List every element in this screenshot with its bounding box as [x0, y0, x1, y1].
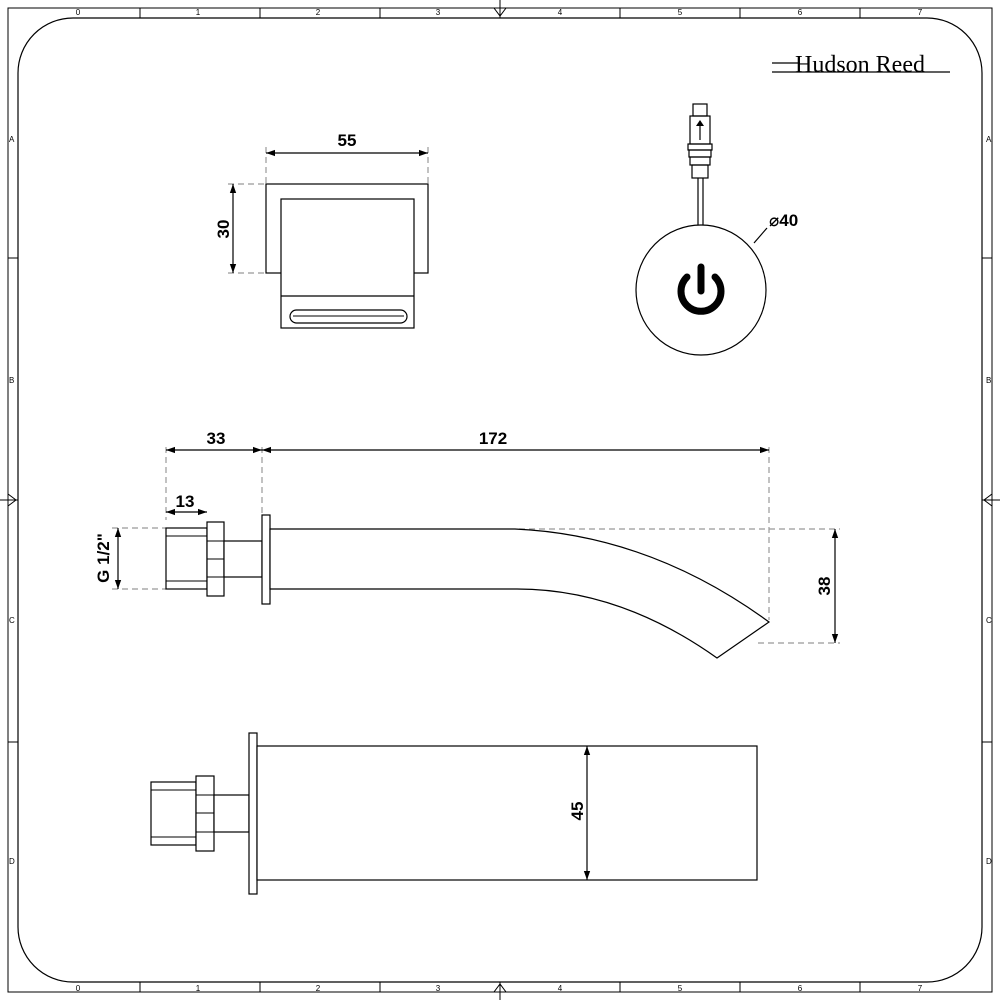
row-label-left: A: [9, 135, 15, 144]
row-label-left: B: [9, 376, 14, 385]
row-label-left: C: [9, 616, 15, 625]
outlet-height-label: 38: [815, 577, 834, 596]
col-label-bottom: 6: [798, 984, 803, 993]
row-label-right: D: [986, 857, 992, 866]
col-label-top: 2: [316, 8, 321, 17]
wall-flange: [261, 514, 271, 605]
sensor-button: ⌀40: [635, 103, 798, 356]
row-label-right: B: [986, 376, 991, 385]
col-label-top: 0: [76, 8, 81, 17]
row-label-right: C: [986, 616, 992, 625]
connector-plug: [687, 103, 713, 228]
col-label-bottom: 0: [76, 984, 81, 993]
centre-mark-bottom: [493, 982, 507, 1000]
col-label-top: 6: [798, 8, 803, 17]
centre-mark-top: [493, 0, 507, 18]
wall-flange: [248, 732, 258, 895]
width-dimension-label: 45: [568, 802, 587, 821]
brand-logo: Hudson Reed: [772, 52, 950, 78]
col-label-top: 3: [436, 8, 441, 17]
col-label-bottom: 2: [316, 984, 321, 993]
threaded-connector: [150, 775, 250, 852]
row-label-right: A: [986, 135, 992, 144]
col-label-bottom: 3: [436, 984, 441, 993]
col-label-top: 7: [918, 8, 923, 17]
col-label-bottom: 1: [196, 984, 201, 993]
spout: [269, 528, 771, 659]
centre-mark-left: [0, 493, 18, 507]
col-label-bottom: 4: [558, 984, 563, 993]
thread-size-label: G 1/2": [94, 533, 113, 583]
col-label-top: 1: [196, 8, 201, 17]
col-label-bottom: 5: [678, 984, 683, 993]
col-label-top: 5: [678, 8, 683, 17]
spout-body: [256, 745, 758, 881]
row-label-left: D: [9, 857, 15, 866]
side-view: 33 172 13 G 1/2" 20 38: [94, 429, 840, 659]
power-icon: [677, 263, 725, 315]
spout-projection-label: 172: [479, 429, 507, 448]
svg-text:Hudson Reed: Hudson Reed: [795, 52, 925, 78]
diameter-label: ⌀40: [769, 211, 798, 230]
height-dimension-label: 30: [214, 220, 233, 239]
top-view: 55 30: [214, 131, 429, 329]
col-label-top: 4: [558, 8, 563, 17]
width-dimension-label: 55: [338, 131, 357, 150]
threaded-connector: [165, 521, 263, 597]
centre-mark-right: [982, 493, 1000, 507]
body-length-label: 33: [207, 429, 226, 448]
col-label-bottom: 7: [918, 984, 923, 993]
thread-length-label: 13: [176, 492, 195, 511]
bottom-view: 45: [150, 732, 758, 895]
